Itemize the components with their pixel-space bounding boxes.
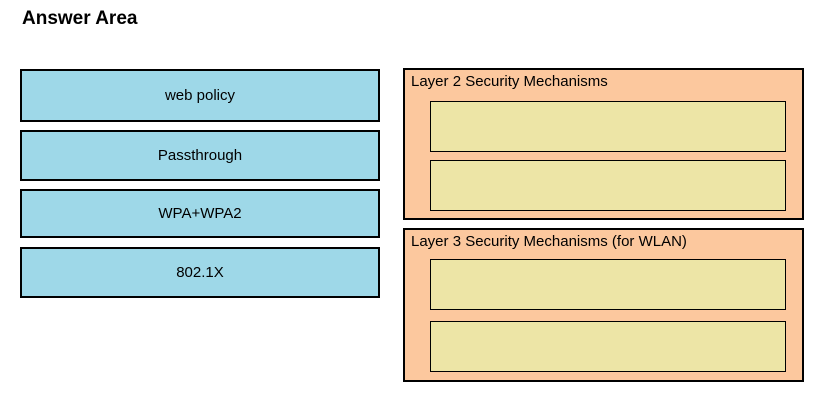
drag-option-wpa-wpa2[interactable]: WPA+WPA2 [20, 189, 380, 238]
drop-slot-layer3-1[interactable] [430, 259, 786, 310]
drop-slot-layer2-2[interactable] [430, 160, 786, 211]
drag-option-passthrough[interactable]: Passthrough [20, 130, 380, 181]
drop-slot-layer2-1[interactable] [430, 101, 786, 152]
drag-option-label: Passthrough [157, 147, 243, 164]
drag-option-label: web policy [164, 87, 236, 104]
category-layer2-security-mechanisms: Layer 2 Security Mechanisms [403, 68, 804, 220]
drop-slot-layer3-2[interactable] [430, 321, 786, 372]
drag-option-label: 802.1X [176, 264, 224, 281]
drag-option-web-policy[interactable]: web policy [20, 69, 380, 122]
category-title: Layer 3 Security Mechanisms (for WLAN) [411, 233, 687, 250]
drag-option-label: WPA+WPA2 [158, 205, 242, 222]
category-layer3-security-mechanisms: Layer 3 Security Mechanisms (for WLAN) [403, 228, 804, 382]
drag-option-802-1x[interactable]: 802.1X [20, 247, 380, 298]
page-title: Answer Area [22, 8, 138, 29]
category-title: Layer 2 Security Mechanisms [411, 73, 608, 90]
